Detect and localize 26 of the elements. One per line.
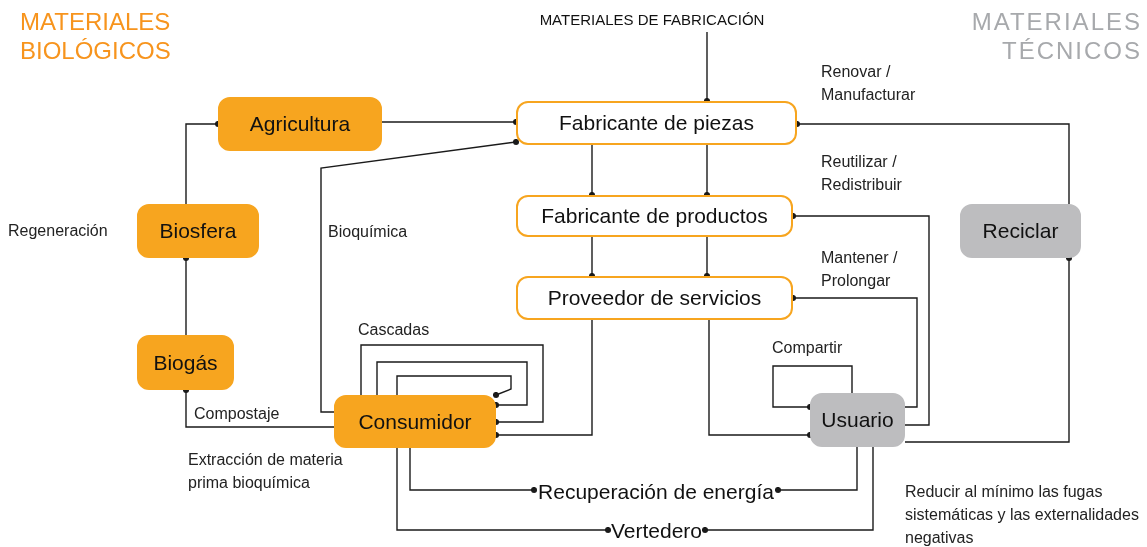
connector — [772, 365, 853, 411]
section-heading: MATERIALES TÉCNICOS — [970, 8, 1142, 66]
connector — [774, 446, 858, 494]
note-text: Reducir al mínimo las fugas sistemáticas y las externalidades negativas — [905, 482, 1140, 547]
note-text: Extracción de materia prima bioquímica — [188, 450, 344, 494]
connector — [320, 138, 520, 413]
process-box: Biogás — [137, 335, 234, 390]
process-box: Biosfera — [137, 204, 259, 258]
node-caption: Regeneración — [8, 221, 108, 241]
process-box: Proveedor de servicios — [516, 276, 793, 320]
connector — [396, 375, 512, 399]
node-label: Vertedero — [608, 516, 705, 546]
process-box: Agricultura — [218, 97, 382, 151]
node-label: MATERIALES DE FABRICACIÓN — [538, 6, 766, 32]
connector — [396, 447, 612, 534]
process-box: Reciclar — [960, 204, 1081, 258]
connector — [360, 344, 544, 426]
process-box: Fabricante de piezas — [516, 101, 797, 145]
connector — [409, 447, 538, 494]
process-box: Usuario — [810, 393, 905, 447]
section-heading: MATERIALES BIOLÓGICOS — [20, 8, 172, 66]
process-box: Consumidor — [334, 395, 496, 448]
connector — [701, 446, 874, 534]
connector — [376, 361, 528, 409]
node-label: Recuperación de energía — [534, 476, 778, 508]
process-box: Fabricante de productos — [516, 195, 793, 237]
